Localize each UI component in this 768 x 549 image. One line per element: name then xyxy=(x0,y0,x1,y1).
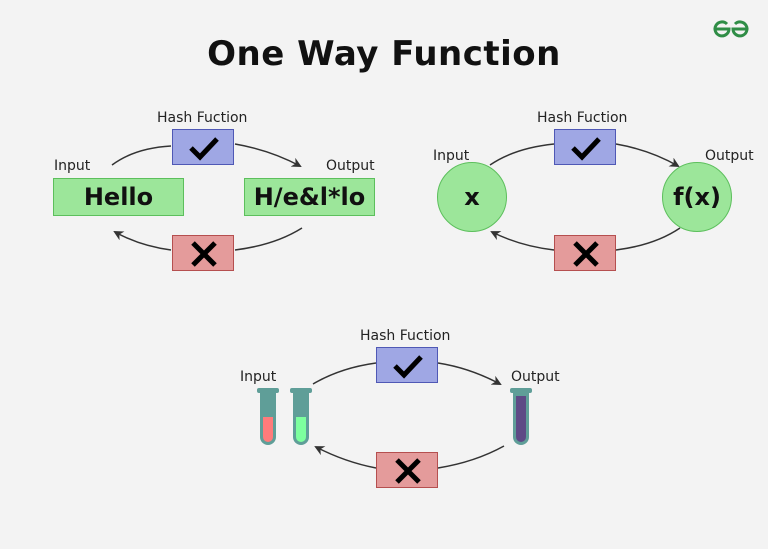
hash-function-label: Hash Fuction xyxy=(360,328,451,344)
purple-liquid-tube-icon xyxy=(510,388,532,445)
hash-function-label: Hash Fuction xyxy=(537,110,628,126)
input-node: x xyxy=(437,162,507,232)
checkmark-icon xyxy=(571,137,601,161)
reverse-arrow xyxy=(615,227,681,251)
hash-function-box xyxy=(172,129,234,165)
green-liquid-tube-icon xyxy=(290,388,312,445)
forward-arrow xyxy=(489,143,555,166)
output-label: Output xyxy=(326,158,375,174)
input-node: Hello xyxy=(53,178,184,216)
input-label: Input xyxy=(240,369,277,385)
output-node: H/e&l*lo xyxy=(244,178,375,216)
hash-function-label: Hash Fuction xyxy=(157,110,248,126)
reverse-arrow xyxy=(314,446,377,469)
red-liquid-tube-icon xyxy=(257,388,279,445)
reverse-arrow xyxy=(490,231,555,251)
output-label: Output xyxy=(511,369,560,385)
checkmark-icon xyxy=(189,137,219,161)
cross-icon xyxy=(395,458,421,484)
checkmark-icon xyxy=(393,355,423,379)
reverse-arrow xyxy=(437,445,505,469)
reverse-blocked-box xyxy=(172,235,234,271)
input-label: Input xyxy=(433,148,470,164)
hash-function-box xyxy=(554,129,616,165)
forward-arrow xyxy=(312,362,377,385)
forward-arrow xyxy=(437,362,502,385)
hash-function-box xyxy=(376,347,438,383)
output-node: f(x) xyxy=(662,162,732,232)
reverse-blocked-box xyxy=(376,452,438,488)
forward-arrow xyxy=(615,143,680,167)
reverse-blocked-box xyxy=(554,235,616,271)
cross-icon xyxy=(573,241,599,267)
geeksforgeeks-logo-icon xyxy=(713,20,749,38)
output-label: Output xyxy=(705,148,754,164)
cross-icon xyxy=(191,241,217,267)
input-label: Input xyxy=(54,158,91,174)
forward-arrow xyxy=(234,143,302,167)
forward-arrow xyxy=(111,145,172,166)
reverse-arrow xyxy=(234,227,303,251)
page-title: One Way Function xyxy=(207,34,561,74)
reverse-arrow xyxy=(113,231,172,251)
